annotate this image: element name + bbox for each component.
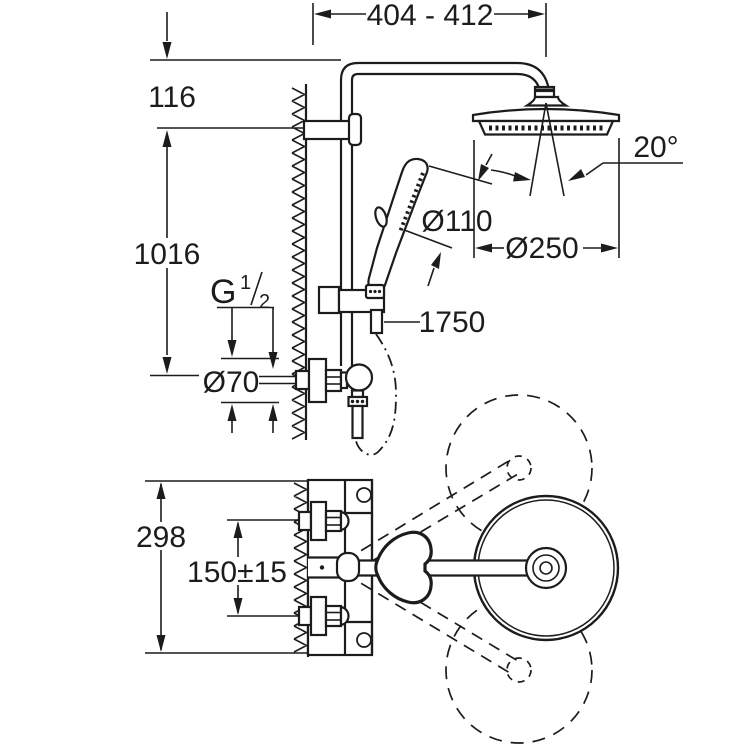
shower-rail-and-arm (339, 61, 551, 366)
head-shower-diameter-label: Ø250 (505, 232, 578, 265)
wall-lower (293, 479, 310, 657)
head-shower (471, 85, 621, 136)
thread-denominator: 2 (259, 291, 270, 313)
dim-rail-height: 1016 (134, 130, 201, 377)
hand-shower-diameter-label: Ø110 (421, 205, 492, 238)
escutcheon-diameter-label: Ø70 (203, 366, 260, 399)
thread-letter: G (210, 273, 236, 311)
dim-supply-spacing: 150±15 (187, 519, 303, 617)
dim-thread-size: G 1 2 (210, 271, 278, 369)
hose-length-label: 1750 (419, 306, 486, 339)
rail-wall-bracket (302, 112, 363, 147)
supply-spacing-label: 150±15 (187, 556, 287, 589)
dim-width-range: 404 - 412 (312, 0, 547, 57)
width-range-label: 404 - 412 (367, 0, 494, 32)
rail-height-label: 1016 (134, 238, 201, 271)
shower-hose (355, 333, 397, 456)
dim-wall-to-arm-top: 116 (148, 12, 341, 129)
valve-front-view (259, 357, 374, 440)
hand-shower (364, 157, 429, 335)
dim-hand-shower-diameter: Ø110 (398, 153, 493, 287)
dim-head-shower-diameter: Ø250 (473, 138, 620, 265)
thread-numerator: 1 (240, 272, 251, 294)
dim-escutcheon-diameter: Ø70 (203, 357, 279, 433)
trim-height-label: 298 (136, 521, 186, 554)
spray-angle-label: 20° (633, 131, 678, 164)
hand-shower-top-view (374, 530, 433, 605)
dim-trim-height: 298 (136, 480, 348, 654)
wall-to-arm-top-label: 116 (148, 81, 196, 114)
dim-spray-angle: 20° (490, 102, 683, 197)
dim-hose-length: 1750 (384, 306, 485, 339)
